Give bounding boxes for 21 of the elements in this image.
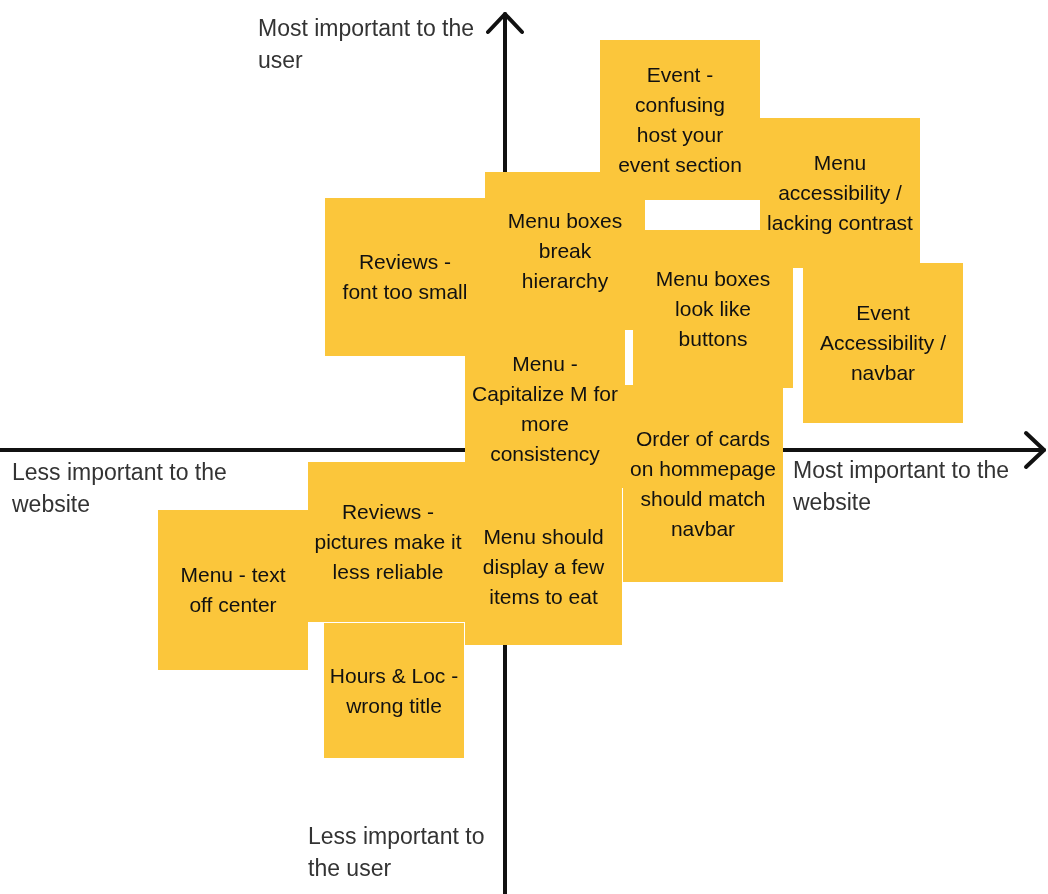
sticky-note xyxy=(324,623,464,758)
note-text: Event - confusing host your event section xyxy=(617,62,743,178)
note-text: Reviews - font too small xyxy=(341,249,469,305)
axis-label: Most important to the user xyxy=(258,14,476,75)
axis-label: Less important to the user xyxy=(308,822,486,883)
sticky-note xyxy=(325,198,485,356)
note-text: Menu - Capitalize M for more consistency xyxy=(471,351,619,467)
sticky-note xyxy=(600,40,760,200)
note-text: Event Accessibility / navbar xyxy=(819,300,947,386)
note-text: Menu should display a few items to eat xyxy=(481,523,606,610)
axis-label: Less important to the website xyxy=(12,458,228,519)
sticky-note xyxy=(803,263,963,423)
note-text: Menu boxes look like buttons xyxy=(654,266,772,352)
note-text: Reviews - pictures make it less reliable xyxy=(313,499,463,585)
note-text: Order of cards on hommepage should match navbar xyxy=(629,425,777,542)
sticky-note xyxy=(158,510,308,670)
axis-label: Most important to the website xyxy=(793,456,1011,517)
note-text: Hours & Loc - wrong title xyxy=(329,662,459,719)
note-text: Menu boxes break hierarchy xyxy=(506,208,624,294)
note-text: Menu - text off center xyxy=(179,562,287,618)
note-text: Menu accessibility / lacking contrast xyxy=(766,150,914,236)
